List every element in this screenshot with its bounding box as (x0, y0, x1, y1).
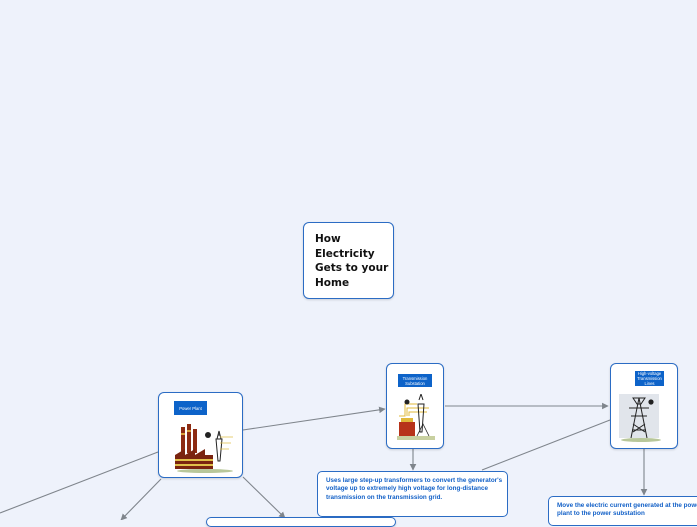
substation-description: Uses large step-up transformers to conve… (317, 471, 508, 517)
edge-plant-left (0, 451, 159, 514)
transmission-lines-description: Move the electric current generated at t… (548, 496, 697, 526)
edge-plant-down-left (120, 478, 162, 520)
central-topic-text: How Electricity Gets to your Home (315, 233, 389, 289)
substation-description-text: Uses large step-up transformers to conve… (326, 477, 503, 501)
edge-plant-down-right (242, 476, 286, 519)
substation-node[interactable]: Transmission Substation (386, 363, 444, 449)
edge-plant-to-substation (242, 406, 386, 431)
power-plant-node[interactable]: Power Plant (158, 392, 243, 478)
partial-node-bottom[interactable] (206, 517, 396, 527)
edge-lines-back (481, 419, 611, 471)
transmission-lines-label: High-voltage Transmission Lines (635, 371, 664, 386)
pylon-icon (619, 394, 661, 442)
power-plant-label: Power Plant (174, 401, 207, 415)
substation-icon (397, 394, 435, 440)
transmission-lines-node[interactable]: High-voltage Transmission Lines (610, 363, 678, 449)
transmission-lines-description-text: Move the electric current generated at t… (557, 502, 697, 518)
factory-icon (175, 424, 233, 473)
substation-label: Transmission Substation (398, 374, 432, 387)
central-topic[interactable]: How Electricity Gets to your Home (303, 222, 394, 299)
